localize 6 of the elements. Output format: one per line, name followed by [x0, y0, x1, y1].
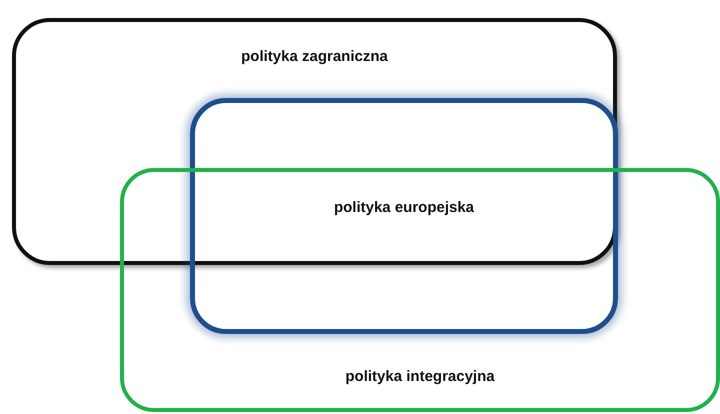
rounded-frame	[12, 18, 617, 265]
category-label: polityka europejska	[334, 199, 474, 216]
rounded-frame	[190, 98, 618, 334]
rounded-frame	[120, 168, 720, 412]
category-label: polityka zagraniczna	[241, 48, 388, 65]
category-label: polityka integracyjna	[345, 368, 495, 385]
